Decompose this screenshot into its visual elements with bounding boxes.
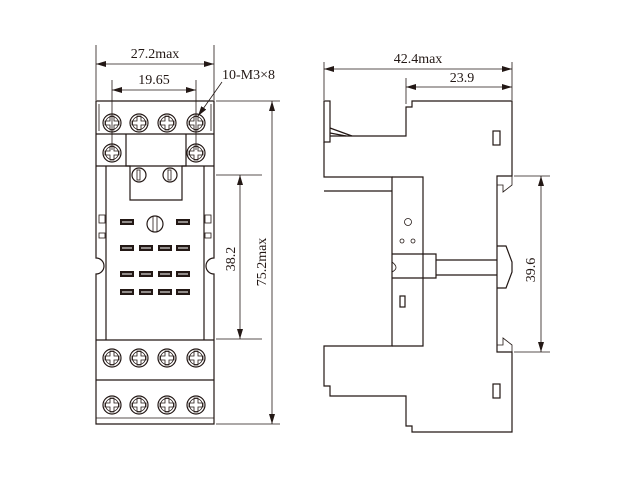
width-max-label: 27.2max [131,47,180,62]
mount-pitch-label: 38.2 [224,247,239,272]
screw-icon [129,348,149,368]
screw-icon [102,348,122,368]
screw-icon [157,113,177,133]
screw-icon [129,113,149,133]
rail-depth-label: 23.9 [450,71,475,86]
screw-icon [157,395,177,415]
height-max-label: 75.2max [255,238,270,287]
side-view [323,100,513,433]
front-view [95,100,215,425]
screw-icon [102,395,122,415]
screw-icon [129,395,149,415]
front-dimensions: 27.2max 19.65 10-M3×8 75.2max 38.2 [95,45,280,425]
screw-spec-label: 10-M3×8 [222,68,275,83]
rail-height-label: 39.6 [524,258,539,283]
depth-max-label: 42.4max [394,52,443,67]
screw-icon [186,348,206,368]
screw-icon [186,395,206,415]
screw-pitch-label: 19.65 [138,73,170,88]
side-dimensions: 42.4max 23.9 39.6 [323,52,550,353]
screw-icon [157,348,177,368]
